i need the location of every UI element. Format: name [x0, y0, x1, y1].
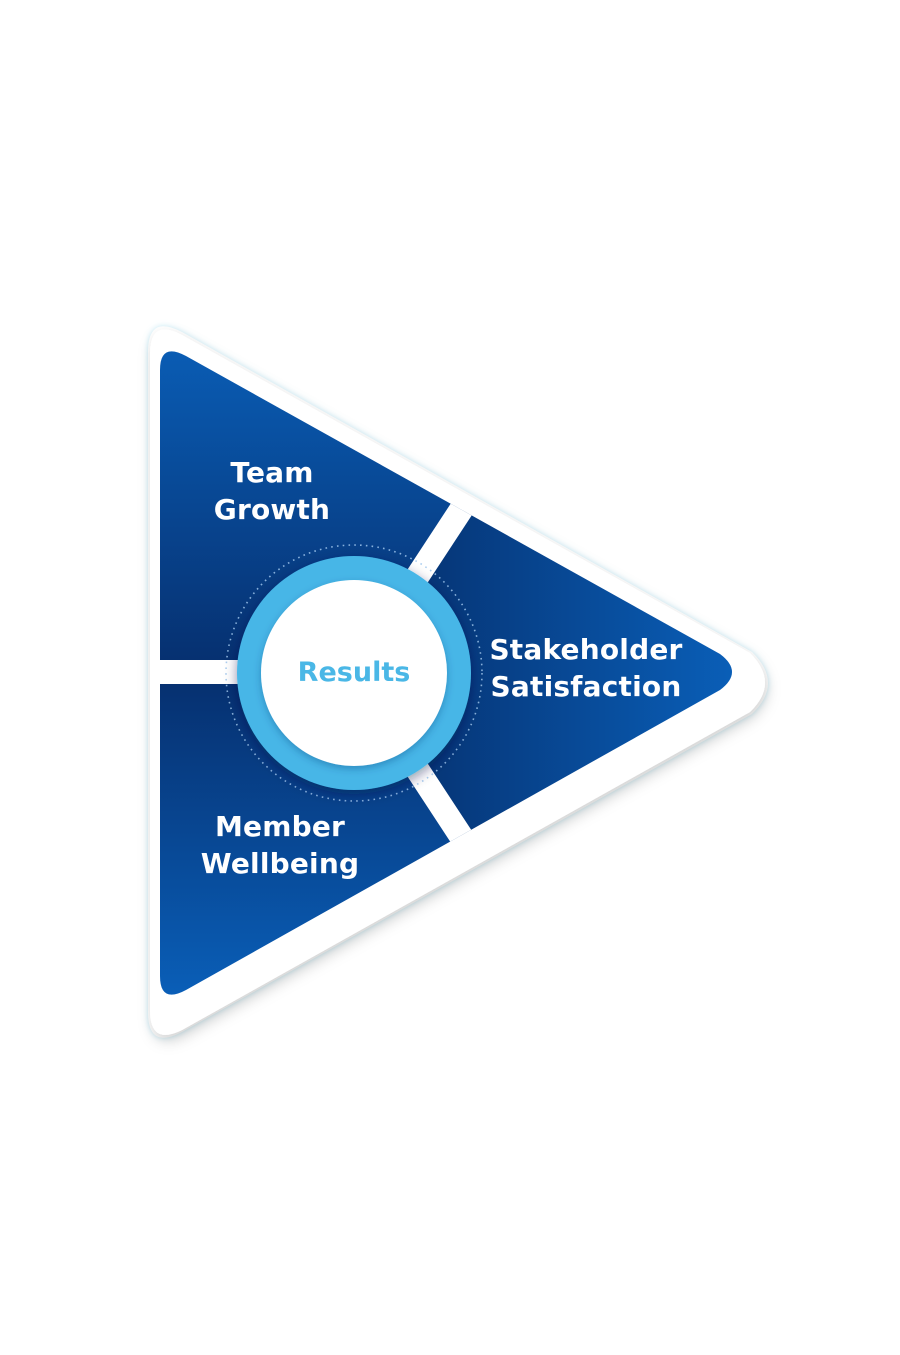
segment-stakeholder-satisfaction: [354, 500, 732, 850]
label-team-growth-line1: Team: [230, 456, 314, 489]
center-label-results: Results: [297, 657, 411, 688]
label-team-growth-line2: Growth: [213, 493, 331, 526]
label-stakeholder-line1: Stakeholder: [489, 633, 683, 666]
center-disc: [261, 580, 447, 766]
label-member-wellbeing: Member Wellbeing: [180, 808, 380, 882]
label-stakeholder-line2: Satisfaction: [490, 670, 682, 703]
label-team-growth: Team Growth: [172, 454, 372, 528]
label-member-wellbeing-line1: Member: [214, 810, 346, 843]
label-stakeholder-satisfaction: Stakeholder Satisfaction: [476, 631, 696, 705]
label-member-wellbeing-line2: Wellbeing: [200, 847, 360, 880]
dotted-ring: [225, 544, 483, 802]
